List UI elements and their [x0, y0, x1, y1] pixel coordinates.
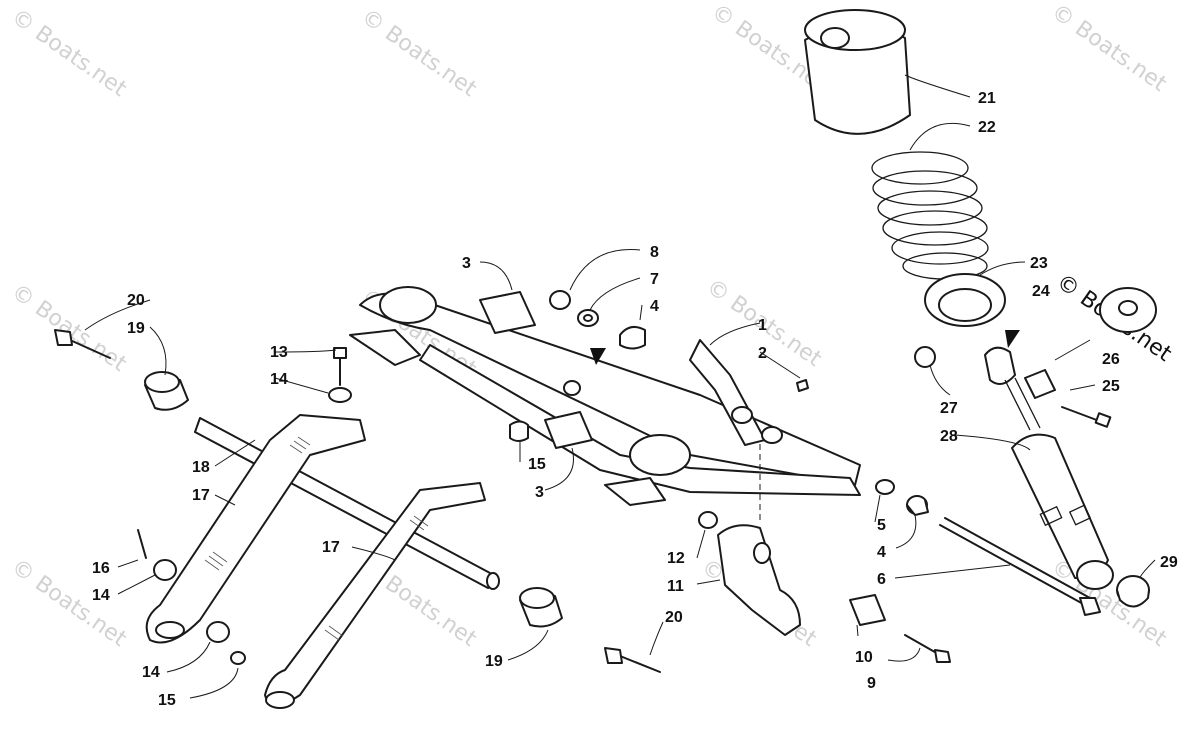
callout-12: 12 — [667, 550, 685, 567]
callout-29: 29 — [1160, 554, 1178, 571]
callout-11: 11 — [667, 578, 684, 595]
leader-lines — [84, 74, 1156, 699]
callout-6: 6 — [877, 571, 886, 588]
callout-18: 18 — [192, 459, 210, 476]
callout-14: 14 — [142, 664, 160, 681]
callout-28: 28 — [940, 428, 958, 445]
right-bushings — [875, 479, 929, 516]
bracket-hardware — [698, 511, 951, 663]
callout-2: 2 — [758, 345, 767, 362]
callout-10: 10 — [855, 649, 873, 666]
callout-27: 27 — [940, 400, 958, 417]
callout-9: 9 — [867, 675, 876, 692]
callout-3: 3 — [462, 255, 471, 272]
watermark: © Boats.net — [1047, 0, 1172, 97]
callout-20: 20 — [127, 292, 145, 309]
coil-spring — [871, 151, 989, 280]
watermark: © Boats.net — [7, 4, 132, 102]
shock-hardware — [914, 346, 1112, 428]
callout-5: 5 — [877, 517, 886, 534]
shock-absorber — [984, 346, 1114, 590]
callout-22: 22 — [978, 119, 996, 136]
callout-17: 17 — [322, 539, 340, 556]
spring-seat — [924, 273, 1006, 327]
callout-15: 15 — [528, 456, 546, 473]
left-hardware — [137, 347, 352, 665]
rear-arm-right — [264, 482, 486, 709]
callout-26: 26 — [1102, 351, 1120, 368]
callout-17: 17 — [192, 487, 210, 504]
callout-14: 14 — [270, 371, 288, 388]
a-arm — [349, 286, 861, 506]
callout-19: 19 — [127, 320, 145, 337]
upper-hardware — [549, 290, 646, 350]
mount-bracket — [717, 524, 801, 636]
callout-15: 15 — [158, 692, 176, 709]
callout-23: 23 — [1030, 255, 1048, 272]
watermark: © Boats.net — [357, 4, 482, 102]
watermark: © Boats.net — [7, 279, 132, 377]
plug-fitting — [509, 420, 529, 442]
callout-4: 4 — [650, 298, 659, 315]
callout-24: 24 — [1032, 283, 1050, 300]
callout-14: 14 — [92, 587, 110, 604]
a-arm-bushings — [479, 291, 593, 449]
watermark: © Boats.net — [7, 554, 132, 652]
spacers — [144, 371, 563, 628]
shock-bushing — [1116, 575, 1150, 608]
callout-labels: 21 22 23 24 26 25 27 28 29 1 2 8 7 4 3 1… — [92, 90, 1178, 709]
callout-1: 1 — [758, 317, 767, 334]
callout-8: 8 — [650, 244, 659, 261]
callout-4: 4 — [877, 544, 886, 561]
callout-25: 25 — [1102, 378, 1120, 395]
shock-washer — [1099, 287, 1157, 333]
callout-3: 3 — [535, 484, 544, 501]
callout-7: 7 — [650, 271, 659, 288]
callout-16: 16 — [92, 560, 110, 577]
callout-21: 21 — [978, 90, 996, 107]
callout-19: 19 — [485, 653, 503, 670]
callout-13: 13 — [270, 344, 288, 361]
rear-arm-left — [145, 414, 366, 644]
end-bolts — [54, 329, 661, 673]
grease-fitting — [796, 379, 809, 392]
bump-boot — [804, 9, 911, 135]
arm-hatching — [204, 436, 429, 641]
callout-20: 20 — [665, 609, 683, 626]
direction-markers — [590, 330, 1020, 365]
long-bolt — [939, 517, 1101, 616]
